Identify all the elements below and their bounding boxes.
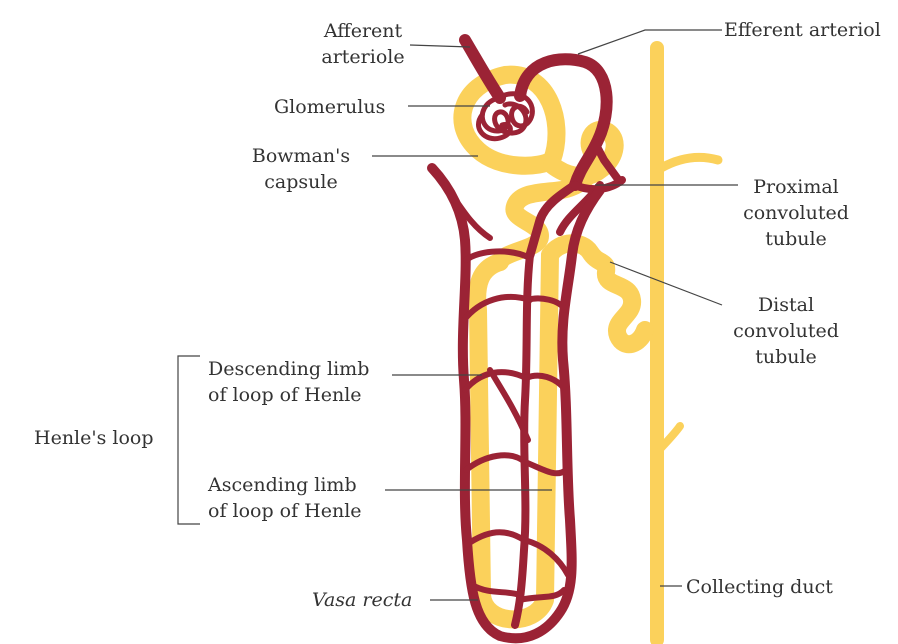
- collecting-duct-label: Collecting duct: [686, 576, 833, 598]
- proximal-convoluted-tubule-label: Proximal convoluted tubule: [743, 176, 849, 250]
- loop-of-henle: [468, 246, 559, 629]
- descending-limb-label: Descending limb of loop of Henle: [208, 358, 370, 406]
- bowmans-capsule-label: Bowman's capsule: [251, 145, 351, 193]
- afferent-leader: [409, 44, 471, 48]
- vasa-recta-label: Vasa recta: [312, 589, 413, 611]
- henles-loop-label: Henle's loop: [34, 427, 154, 449]
- blood-vessels: [427, 34, 626, 644]
- distal-leader: [609, 261, 723, 306]
- efferent-arteriole-label: Efferent arteriol: [724, 19, 881, 41]
- efferent-leader: [577, 29, 722, 55]
- afferent-arteriole-label: Afferent arteriole: [321, 20, 405, 68]
- afferent-arteriole: [459, 34, 506, 104]
- ascending-limb-label: Ascending limb of loop of Henle: [208, 474, 362, 522]
- bowmans-capsule: [453, 65, 566, 175]
- renal-tubule: [453, 65, 654, 629]
- distal-convoluted-tubule: [541, 234, 654, 354]
- glomerulus-label: Glomerulus: [274, 96, 386, 118]
- leader-lines: [177, 29, 738, 601]
- vasa-recta: [427, 163, 605, 644]
- efferent-arteriole: [514, 53, 613, 191]
- henle-bracket: [177, 355, 200, 525]
- collecting-duct: [650, 41, 723, 644]
- distal-convoluted-tubule-label: Distal convoluted tubule: [733, 294, 839, 368]
